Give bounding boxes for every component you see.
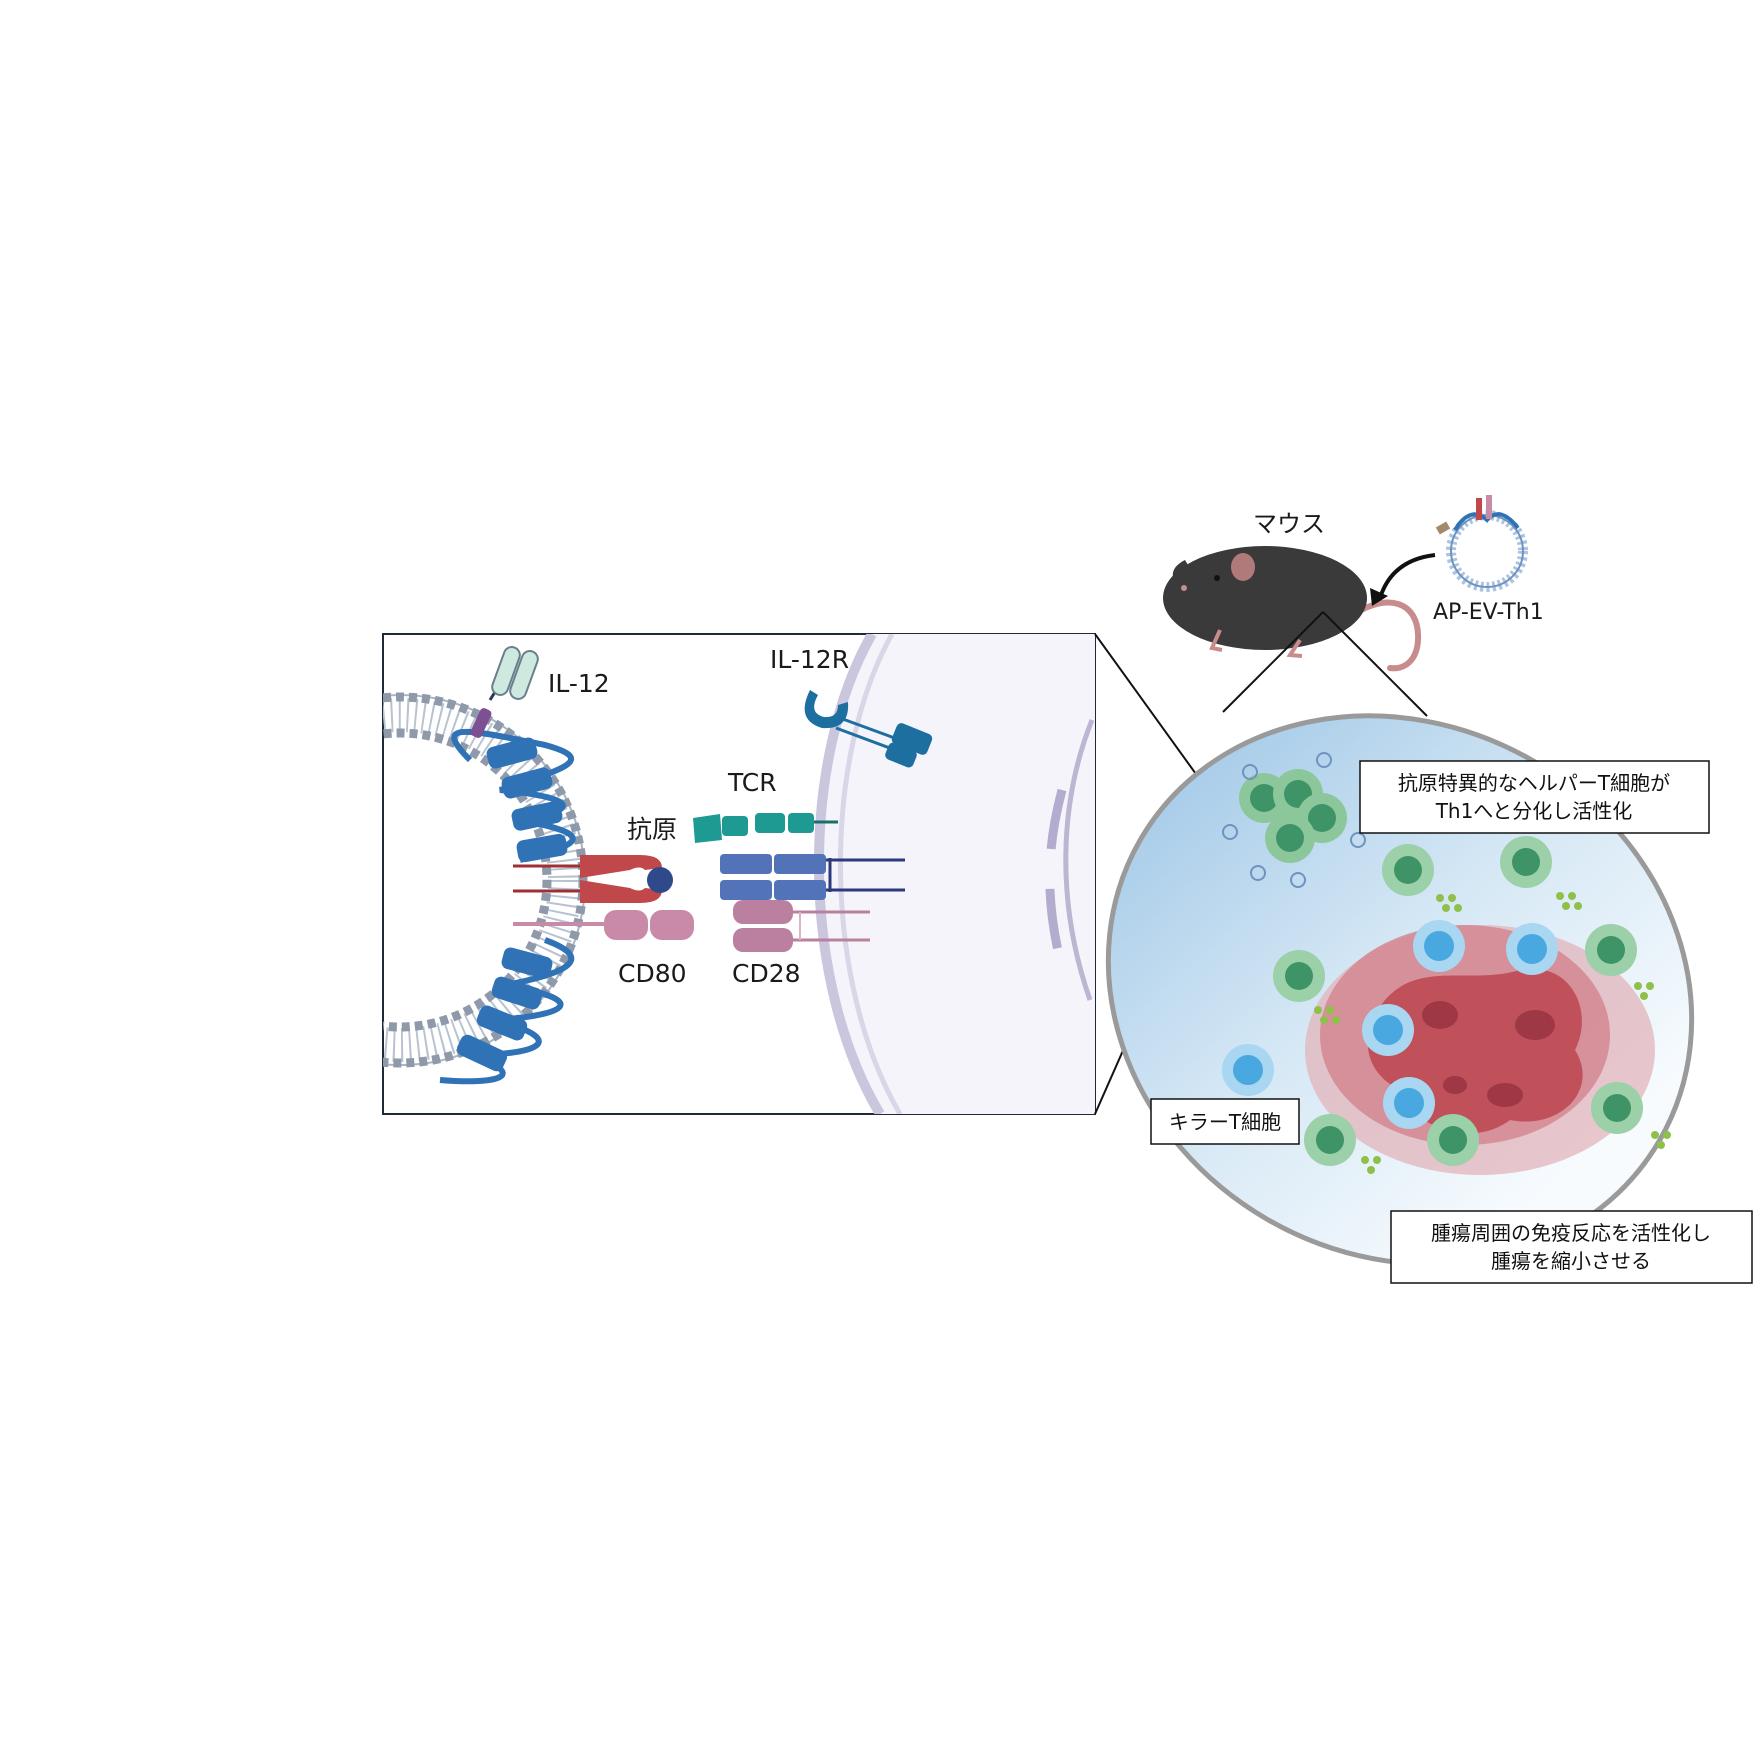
injection-arrow: [1380, 555, 1435, 598]
label-il-12r: IL-12R: [770, 645, 849, 674]
label-antigen: 抗原: [627, 815, 677, 844]
label-cd80: CD80: [618, 959, 687, 988]
inset-panel: IL-12 IL-12R TCR 抗原 CD80 CD28: [215, 634, 1095, 1114]
callout-tumor-shrink: 腫瘍周囲の免疫反応を活性化し 腫瘍を縮小させる: [1391, 1211, 1752, 1283]
t-cell-membrane: [819, 634, 1095, 1114]
callout-helper-line2: Th1へと分化し活性化: [1435, 799, 1633, 823]
callout-killer-t-cell: キラーT細胞: [1151, 1099, 1299, 1144]
callout-tumor-line1: 腫瘍周囲の免疫反応を活性化し: [1431, 1221, 1711, 1245]
label-tcr: TCR: [727, 768, 777, 797]
label-mouse: マウス: [1253, 510, 1325, 538]
callout-helper-line1: 抗原特異的なヘルパーT細胞が: [1398, 771, 1670, 795]
callout-tumor-line2: 腫瘍を縮小させる: [1491, 1249, 1651, 1273]
label-il-12: IL-12: [548, 669, 610, 698]
label-ap-ev-th1: AP-EV-Th1: [1433, 600, 1544, 625]
callout-killer-text: キラーT細胞: [1169, 1110, 1281, 1134]
ap-ev-th1-icon: AP-EV-Th1: [1433, 495, 1544, 625]
label-cd28: CD28: [732, 959, 801, 988]
callout-helper-t-cell: 抗原特異的なヘルパーT細胞が Th1へと分化し活性化: [1360, 761, 1709, 833]
